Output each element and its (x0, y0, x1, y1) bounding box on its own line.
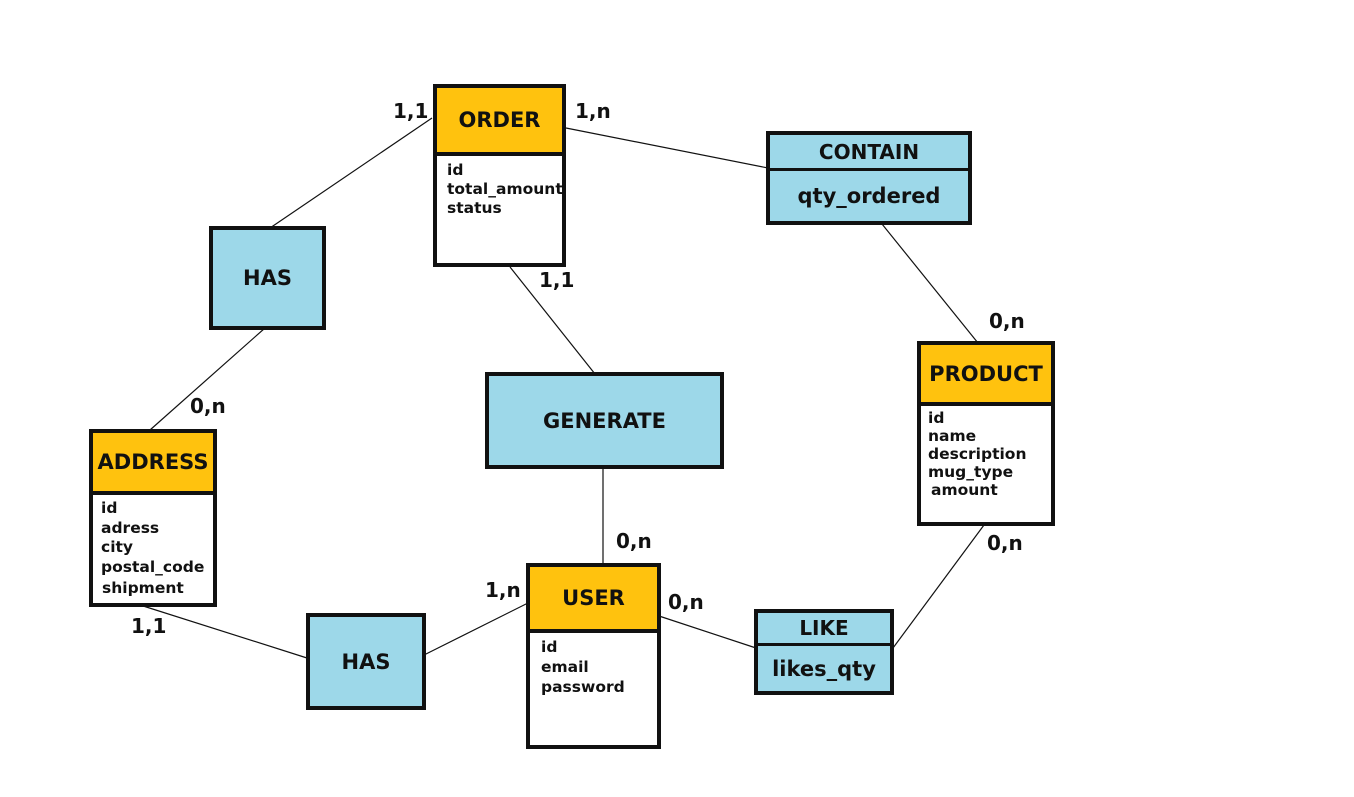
entity-user-name: USER (530, 567, 657, 633)
connector-has-address (149, 327, 266, 431)
connector-has-user (423, 602, 529, 656)
attribute: total_amount (447, 180, 563, 198)
attribute: name (928, 427, 977, 445)
cardinality-address-has-user: 1,1 (131, 614, 167, 638)
entity-user-attributes: id email password (530, 633, 657, 697)
relationship-attribute: qty_ordered (797, 184, 941, 208)
relationship-label: HAS (341, 649, 391, 674)
connector-user-like (658, 615, 757, 649)
connector-order-has (269, 117, 433, 229)
connector-contain-product (881, 223, 979, 344)
attribute: amount (931, 481, 998, 499)
entity-order-attributes: id total_amount status (437, 156, 563, 218)
cardinality-address-has-order: 0,n (190, 394, 226, 418)
entity-product-attributes: id name description mug_type amount (921, 406, 1051, 499)
connector-order-contain (565, 127, 769, 169)
relationship-contain[interactable]: CONTAIN qty_ordered (766, 131, 972, 225)
entity-product-name: PRODUCT (921, 345, 1051, 406)
relationship-like[interactable]: LIKE likes_qty (754, 609, 894, 695)
cardinality-user-generate: 0,n (616, 529, 652, 553)
attribute: id (447, 161, 464, 179)
connector-like-product (892, 524, 985, 649)
entity-order-name: ORDER (437, 88, 562, 156)
cardinality-order-contain: 1,n (575, 99, 611, 123)
attribute: email (541, 658, 589, 676)
relationship-attribute: likes_qty (772, 656, 876, 681)
relationship-has-address-user[interactable]: HAS (306, 613, 426, 710)
attribute: id (101, 499, 118, 517)
attribute: id (541, 638, 558, 656)
attribute: adress (101, 518, 160, 537)
attribute: city (101, 538, 134, 556)
connector-address-has (139, 604, 308, 659)
relationship-has-order-address[interactable]: HAS (209, 226, 326, 330)
relationship-label: LIKE (758, 613, 890, 646)
attribute: status (447, 199, 502, 217)
connector-order-generate (509, 266, 596, 375)
cardinality-product-contain: 0,n (989, 309, 1025, 333)
cardinality-order-generate: 1,1 (539, 268, 575, 292)
cardinality-product-like: 0,n (987, 531, 1023, 555)
attribute: mug_type (928, 463, 1014, 481)
attribute: postal_code (101, 557, 205, 576)
relationship-label: CONTAIN (770, 135, 968, 171)
attribute: id (928, 409, 945, 427)
entity-product[interactable]: PRODUCT id name description mug_type amo… (917, 341, 1055, 526)
relationship-label: GENERATE (543, 408, 666, 433)
entity-order[interactable]: ORDER id total_amount status (433, 84, 566, 267)
relationship-label: HAS (243, 266, 292, 290)
relationship-generate[interactable]: GENERATE (485, 372, 724, 469)
entity-address-name: ADDRESS (93, 433, 213, 495)
attribute: description (928, 445, 1027, 463)
entity-address[interactable]: ADDRESS id adress city postal_code shipm… (89, 429, 217, 607)
attribute: shipment (102, 579, 184, 597)
entity-user[interactable]: USER id email password (526, 563, 661, 749)
cardinality-user-has: 1,n (485, 578, 521, 602)
cardinality-user-like: 0,n (668, 590, 704, 614)
attribute: password (541, 678, 625, 696)
entity-address-attributes: id adress city postal_code shipment (93, 495, 213, 599)
cardinality-order-has: 1,1 (393, 99, 429, 123)
